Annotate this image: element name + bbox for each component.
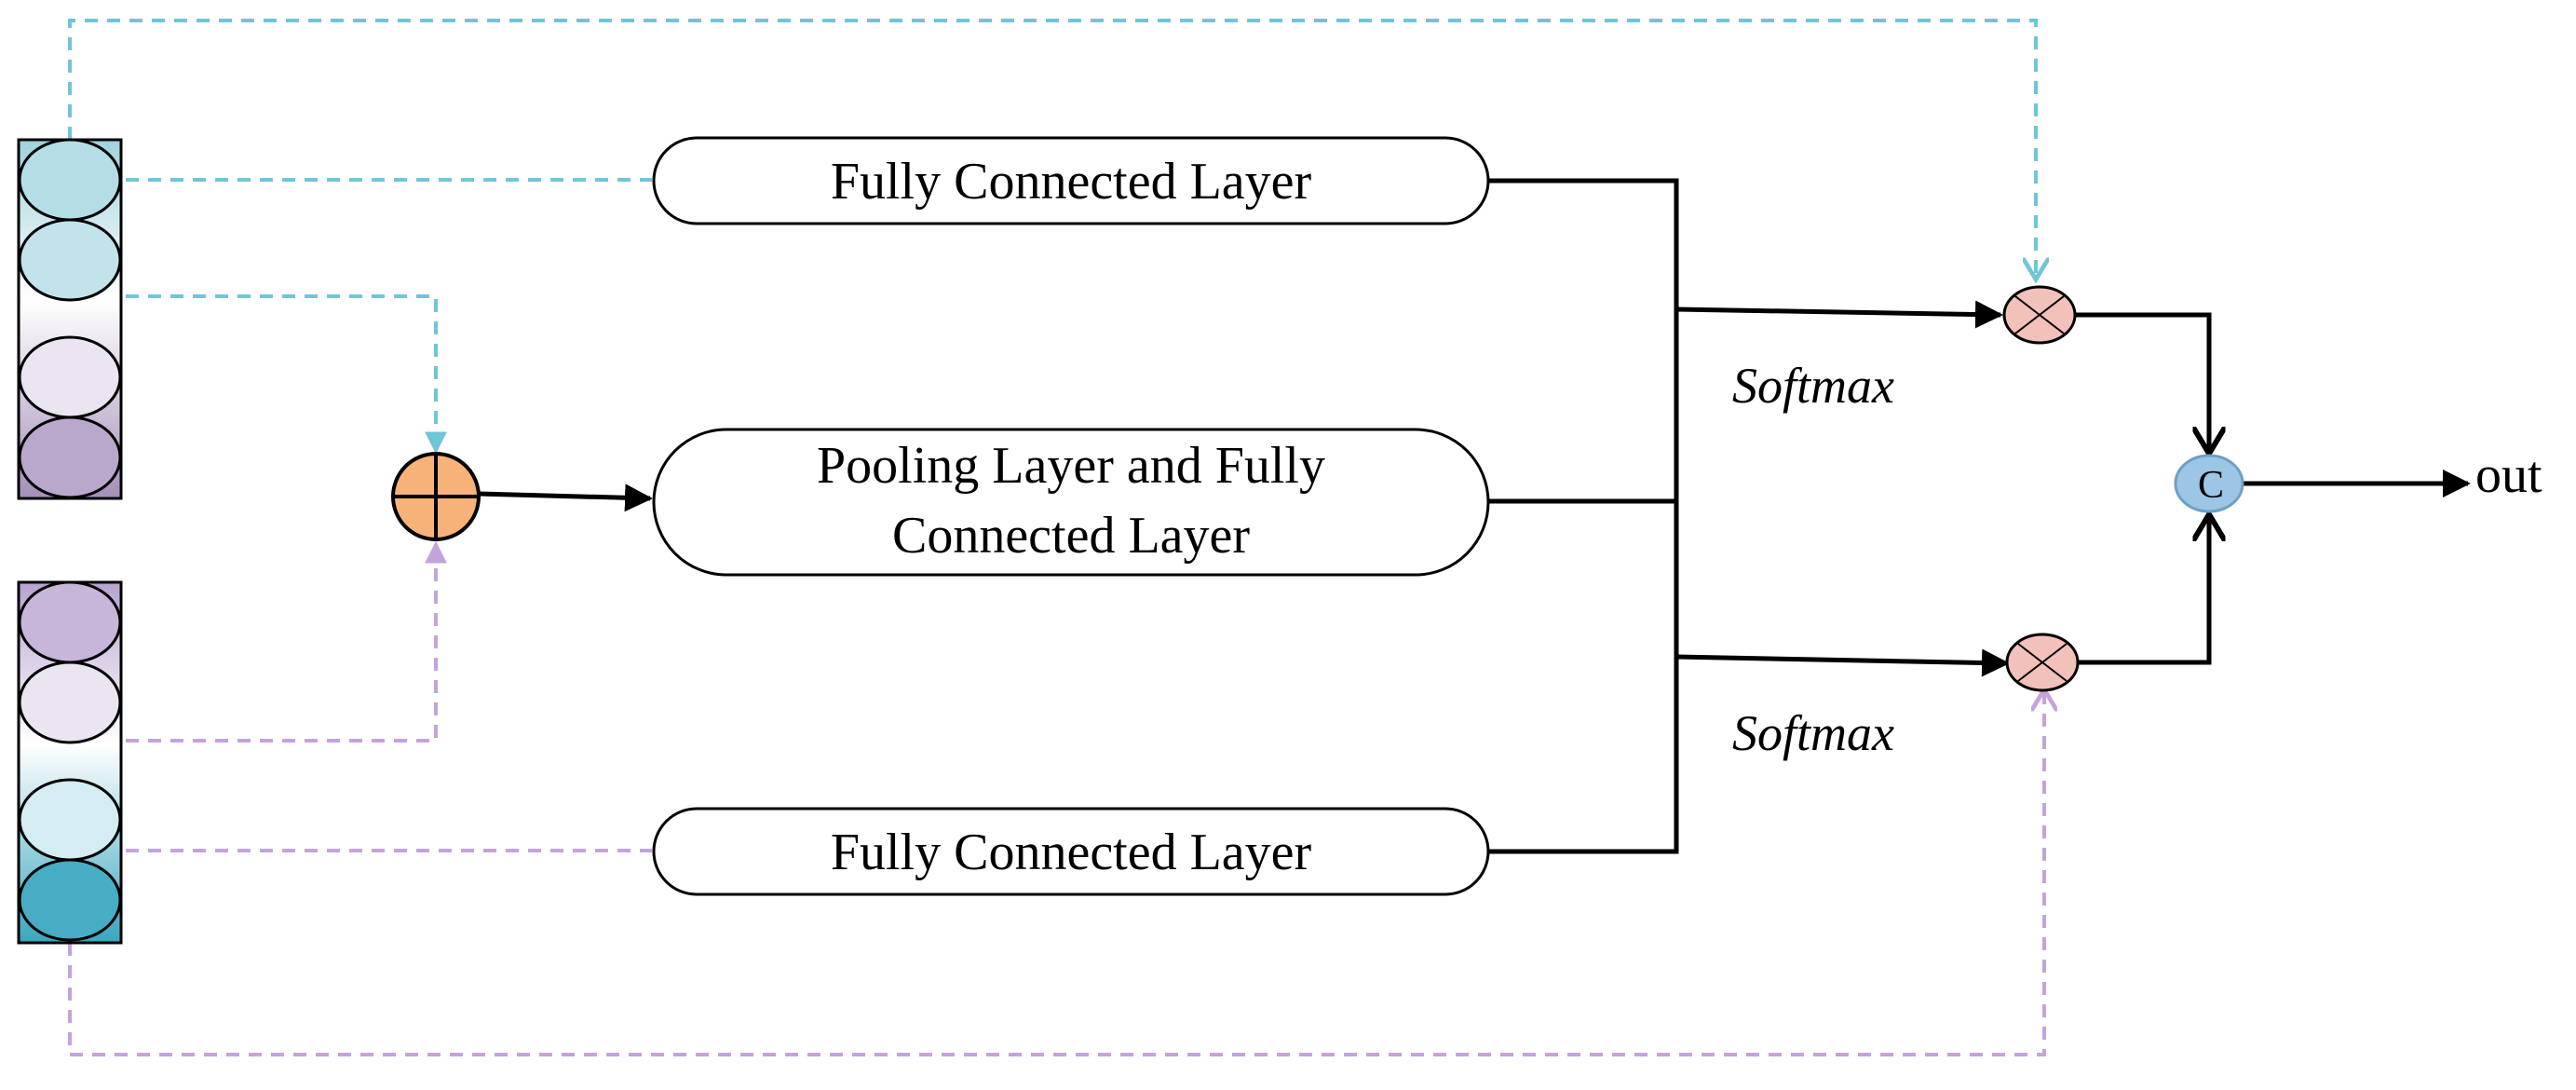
feature-cell bbox=[18, 335, 122, 419]
arrow-add-to-pool bbox=[478, 484, 653, 512]
fc-block-top: Fully Connected Layer bbox=[652, 136, 1490, 225]
pool-label-line1: Pooling Layer and Fully bbox=[817, 437, 1325, 495]
feature-cell bbox=[18, 858, 122, 942]
line-to-add-bottom bbox=[126, 540, 447, 743]
skip-line-top bbox=[68, 19, 2036, 279]
feature-cell bbox=[18, 218, 122, 302]
dashed-connections bbox=[68, 19, 2044, 1056]
add-node bbox=[391, 452, 481, 541]
merge-lines bbox=[1488, 178, 2471, 854]
pool-fc-block: Pooling Layer and Fully Connected Layer bbox=[652, 428, 1490, 577]
fc-block-bottom: Fully Connected Layer bbox=[652, 807, 1490, 896]
feature-cell bbox=[18, 580, 122, 664]
feature-cell bbox=[18, 661, 122, 744]
multiply-node-top bbox=[2002, 285, 2077, 345]
fc-top-label: Fully Connected Layer bbox=[831, 153, 1312, 211]
softmax-label-top: Softmax bbox=[1732, 358, 1894, 414]
fc-bottom-label: Fully Connected Layer bbox=[831, 824, 1312, 881]
feature-cell bbox=[18, 416, 122, 499]
feature-vector-bottom bbox=[17, 580, 123, 945]
feature-cell bbox=[18, 778, 122, 862]
concat-symbol: C bbox=[2198, 464, 2224, 507]
feature-cell bbox=[18, 138, 122, 222]
skip-line-bottom bbox=[68, 689, 2044, 1056]
line-to-add-top bbox=[126, 294, 447, 455]
concat-node: C bbox=[2174, 454, 2244, 513]
output-label: out bbox=[2475, 446, 2542, 504]
pool-label-line2: Connected Layer bbox=[892, 507, 1250, 565]
softmax-label-bottom: Softmax bbox=[1732, 705, 1894, 761]
multiply-node-bottom bbox=[2005, 633, 2080, 692]
feature-vector-top bbox=[17, 138, 123, 500]
